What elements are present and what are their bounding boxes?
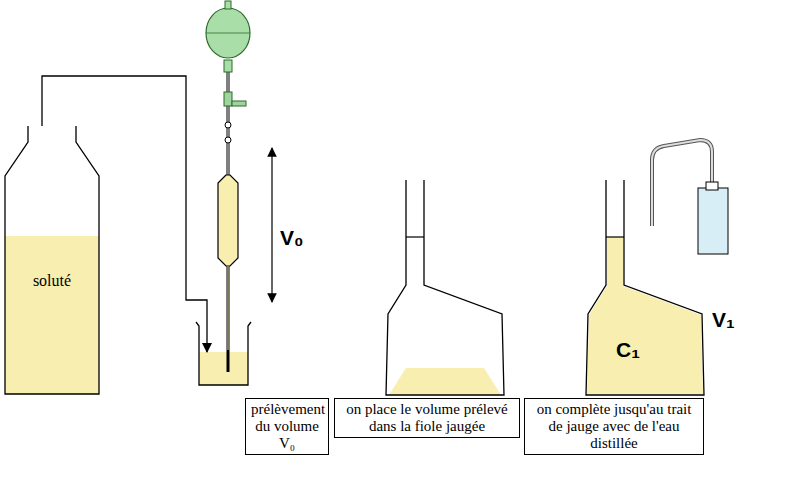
caption-text: prélèvement du volume V₀: [251, 401, 323, 452]
caption-box: on place le volume prélevé dans la fiole…: [334, 398, 520, 438]
wash-bottle: [652, 140, 728, 254]
caption-box: on complète jusqu'au trait de jauge avec…: [524, 398, 704, 455]
vessel-outline: [2, 124, 102, 396]
volume-label: V₁: [712, 308, 735, 332]
dimension-arrow: [271, 148, 272, 302]
caption-box: prélèvement du volume V₀: [245, 398, 329, 455]
caption-text: on complète jusqu'au trait de jauge avec…: [530, 401, 698, 452]
vessel-outline: [570, 178, 710, 398]
reagent-bottle: soluté: [2, 124, 102, 396]
beaker: [196, 322, 251, 385]
caption-text: on place le volume prélevé dans la fiole…: [340, 401, 514, 435]
pipette: [206, 1, 250, 372]
filled-flask: C₁: [570, 178, 710, 398]
vessel-label: soluté: [2, 272, 102, 290]
volume-label: V₀: [280, 226, 303, 250]
volumetric-flask: [386, 180, 504, 395]
concentration-label: C₁: [616, 338, 640, 362]
